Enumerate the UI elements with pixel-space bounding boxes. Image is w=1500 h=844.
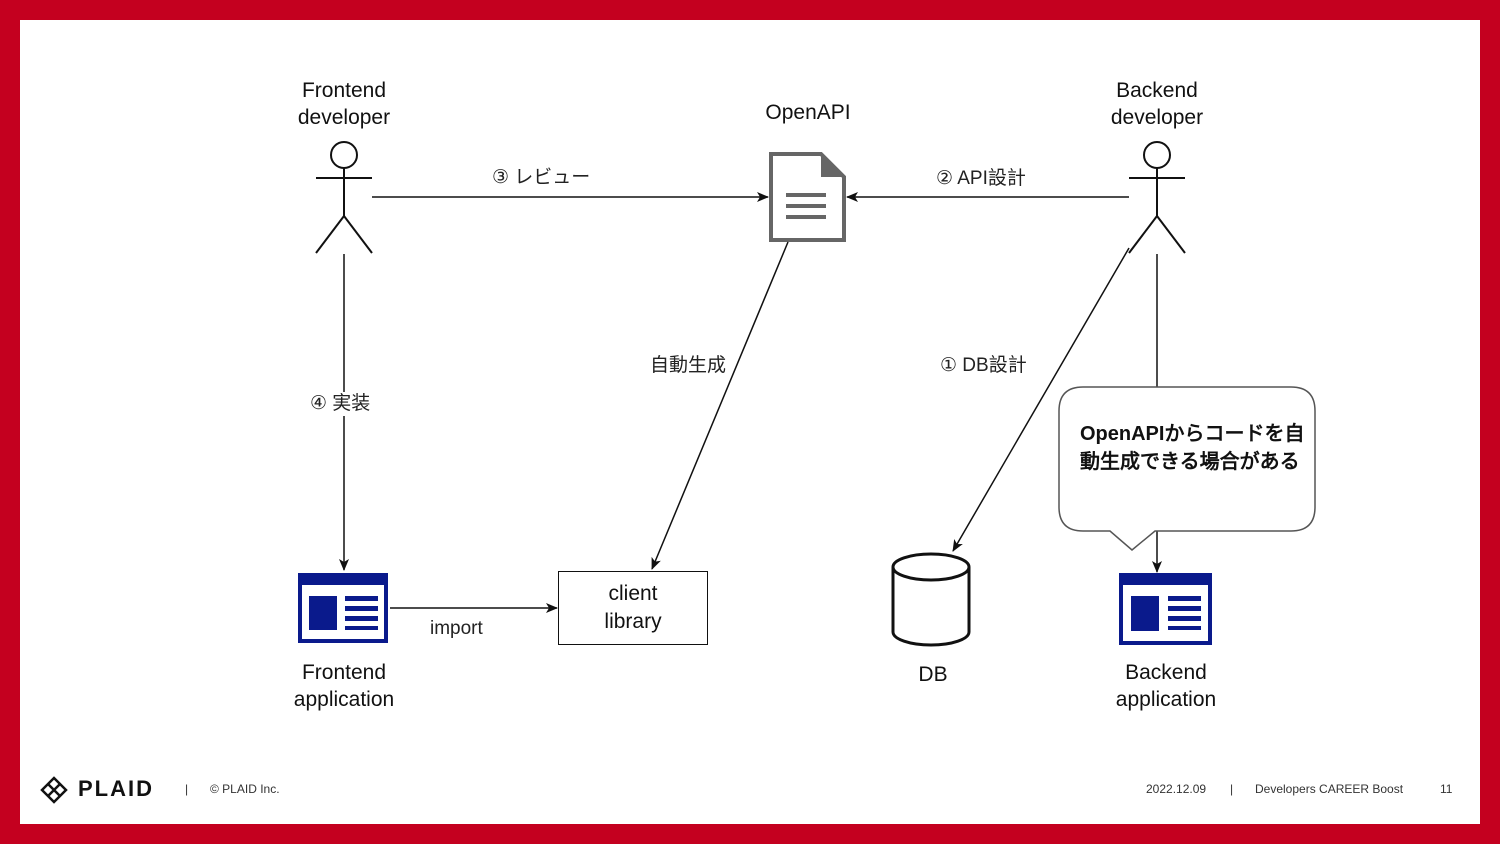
review-edge-label: ③ レビュー bbox=[492, 166, 591, 190]
callout-text: OpenAPIからコードを自動生成できる場合がある bbox=[1080, 423, 1305, 473]
frontend-application-icon bbox=[298, 573, 388, 643]
openapi-document-icon bbox=[769, 152, 846, 242]
frontend-developer-actor-icon bbox=[315, 141, 373, 254]
footer-event: Developers CAREER Boost bbox=[1255, 782, 1404, 796]
client-library-box: client library bbox=[558, 571, 708, 645]
import-edge-label: import bbox=[430, 617, 483, 641]
diagram-canvas bbox=[40, 141, 1316, 804]
footer-copyright: © PLAID Inc. bbox=[210, 782, 280, 796]
openapi-label: OpenAPI bbox=[765, 101, 851, 124]
footer: PLAID | © PLAID Inc. 2022.12.09 | Develo… bbox=[20, 770, 1480, 810]
backend-application-icon bbox=[1119, 573, 1212, 645]
backend-developer-actor-icon bbox=[1128, 141, 1186, 254]
footer-separator-2: | bbox=[1230, 782, 1234, 796]
plaid-logo-text: PLAID bbox=[78, 776, 154, 801]
footer-date: 2022.12.09 bbox=[1146, 782, 1207, 796]
db-design-arrow bbox=[952, 247, 1130, 552]
footer-separator: | bbox=[185, 782, 189, 796]
plaid-logo-icon bbox=[40, 776, 68, 804]
frontend-application-label: Frontend application bbox=[293, 661, 395, 711]
implement-edge-label: ④ 実装 bbox=[310, 392, 371, 416]
database-icon bbox=[891, 552, 971, 647]
api-design-edge-label: ② API設計 bbox=[936, 167, 1026, 191]
backend-developer-label: Backend developer bbox=[1110, 79, 1204, 129]
callout-bubble bbox=[1058, 386, 1316, 551]
backend-application-label: Backend application bbox=[1115, 661, 1217, 711]
slide: Frontend developer OpenAPI Backend devel… bbox=[20, 20, 1480, 824]
frontend-developer-label: Frontend developer bbox=[297, 79, 391, 129]
footer-page-number: 11 bbox=[1440, 782, 1453, 796]
auto-generate-edge-label: 自動生成 bbox=[650, 354, 727, 378]
db-label: DB bbox=[918, 663, 948, 686]
db-design-edge-label: ① DB設計 bbox=[940, 354, 1027, 378]
auto-generate-arrow bbox=[651, 241, 789, 570]
